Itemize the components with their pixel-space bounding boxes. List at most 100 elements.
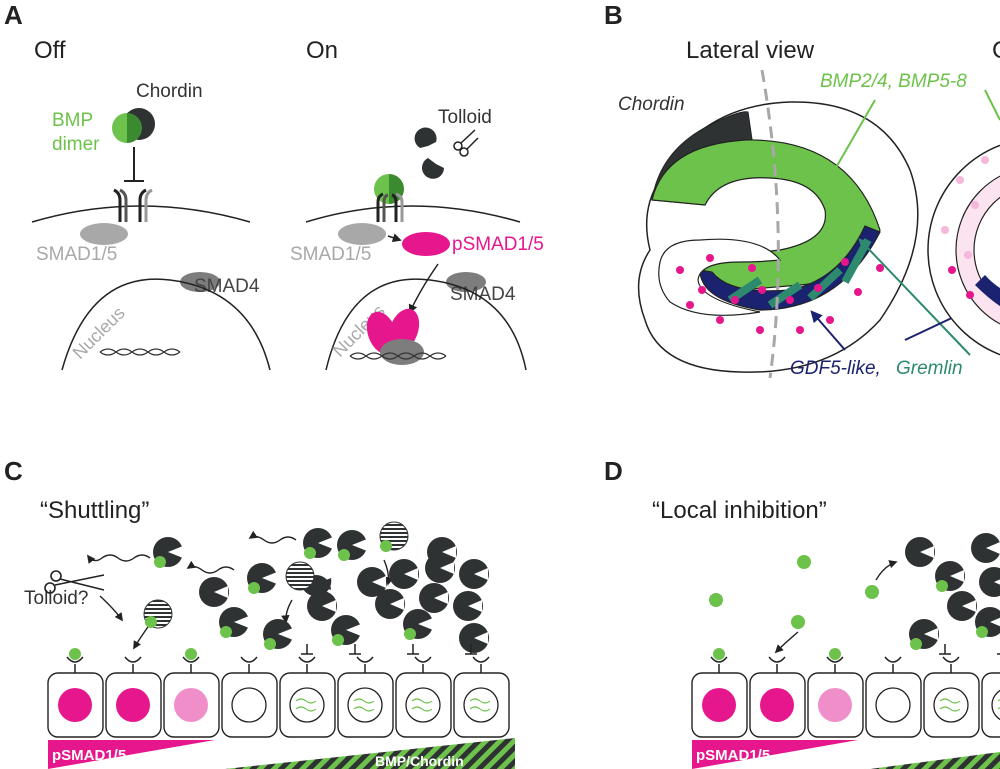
inhibit-ticks-c: [301, 644, 477, 655]
bound-bmp-c: [69, 648, 197, 660]
complex: [219, 607, 249, 638]
d-nucleus-6: [991, 689, 1000, 721]
bmp-label: BMP2/4, BMP5-8: [820, 71, 967, 92]
chordin-d-mouths: [920, 542, 1000, 640]
complex: [337, 530, 367, 561]
cross-section: [927, 144, 1000, 356]
off-smad15-shape: [80, 223, 128, 245]
d-nucleus-1: [702, 688, 736, 722]
panel-d-letter: D: [604, 456, 623, 486]
on-smad15-label: SMAD1/5: [290, 244, 371, 265]
psmad-gradient-label: pSMAD1/5: [52, 747, 126, 764]
off-bmp-half-left: [112, 113, 127, 143]
off-bmp-label: BMP: [52, 110, 93, 131]
panel-a-on: On Tolloid SMAD1/5 pS: [290, 37, 544, 371]
chordin-label: Chordin: [618, 94, 685, 115]
panel-c: C “Shuttling” Tolloid?: [4, 456, 515, 769]
larva-lateral: BMP2/4, BMP5-8 C: [637, 37, 1000, 379]
on-phospho-arrow: [387, 233, 402, 242]
psmad-nuclei: [676, 254, 884, 334]
bmp-arrow-2: [984, 89, 1000, 121]
inhibit-ticks-d: [939, 644, 1000, 655]
gremlin-label: Gremlin: [896, 358, 963, 379]
complex: [331, 615, 361, 646]
d-bmp-chordin-gradient: [870, 752, 1000, 769]
d-cell-6: [981, 672, 1000, 738]
off-smad4-shape: [180, 272, 220, 292]
inner-tissue: [658, 238, 782, 316]
nucleus-4: [231, 687, 267, 723]
free-chordin-mouths: [214, 546, 488, 644]
off-receptor-icon: [113, 188, 153, 222]
gremlin-arrow: [858, 238, 971, 356]
tolloid-scissors-icon: [44, 570, 105, 594]
off-dna-icon: [99, 348, 181, 356]
panel-a-letter: A: [4, 0, 23, 30]
nucleus-3: [174, 688, 208, 722]
d-psmad-gradient: [692, 740, 858, 769]
complex: [153, 537, 183, 568]
bmp-chordin-label: BMP/Chordin: [375, 753, 464, 769]
on-chordin-fragment-2: [422, 158, 444, 179]
psmad-gradient: [48, 740, 215, 769]
tolloid-label: Tolloid: [438, 107, 492, 128]
off-nucleus: [61, 278, 271, 371]
on-title: On: [306, 37, 338, 64]
on-nuclear-import-arrow: [408, 263, 439, 314]
on-smad4-shape: [446, 272, 486, 292]
d-psmad-gradient-label: pSMAD1/5: [696, 747, 770, 764]
cross-view-title-fragment: C: [992, 37, 1000, 64]
squiggles: [295, 698, 491, 712]
bmp-chordin-gradient: [225, 738, 515, 769]
lateral-view-title: Lateral view: [686, 37, 815, 64]
cleaved-chordin: [143, 521, 409, 629]
panel-d: D “Local inhibition”: [604, 456, 1000, 769]
panel-b: B Lateral view Chordin: [604, 0, 1000, 379]
squiggle-nuclei: [289, 687, 499, 723]
bmp-arrow: [828, 99, 876, 181]
bmp-capture-arrow: [875, 560, 898, 581]
psmad-label: pSMAD1/5: [452, 234, 544, 255]
epithelium-c: [47, 644, 510, 738]
on-nucleus: [325, 278, 527, 371]
on-bmp-half-left: [374, 174, 389, 204]
bmp-binding-arrow: [774, 631, 799, 654]
tolloid-question-label: Tolloid?: [24, 588, 88, 609]
section-plane: [760, 69, 780, 379]
gremlin-stripes: [727, 238, 872, 309]
on-scissors-icon: [453, 129, 479, 157]
on-dna-icon: [349, 352, 447, 360]
complex: [303, 528, 333, 559]
d-nucleus-3: [818, 688, 852, 722]
on-smad4-nuclear: [380, 339, 424, 365]
panel-d-content: pSMAD1/5: [691, 533, 1000, 769]
receptors-d: [710, 656, 960, 673]
off-smad15-label: SMAD1/5: [36, 244, 117, 265]
off-chordin-label: Chordin: [136, 81, 203, 102]
panel-b-letter: B: [604, 0, 623, 30]
d-nucleus-5: [933, 687, 969, 723]
on-membrane: [305, 205, 521, 223]
off-dimer-label: dimer: [52, 134, 100, 155]
panel-a-off: Off Chordin BMP dimer SMAD1/5 SMAD: [31, 37, 271, 371]
on-psmad-shape: [402, 232, 450, 256]
epithelium-d: [691, 644, 1000, 738]
chordin-d-bmp: [910, 580, 988, 650]
on-smad15-shape: [338, 223, 386, 245]
complex: [247, 563, 277, 594]
panel-a: A Off Chordin BMP dimer SMAD1/: [4, 0, 544, 371]
receptors-c: [66, 656, 490, 673]
on-receptor-icon: [376, 192, 404, 222]
nucleus-2: [116, 688, 150, 722]
nucleus-1: [58, 688, 92, 722]
on-chordin-fragment-1: [414, 127, 437, 148]
off-title: Off: [34, 37, 66, 64]
off-smad4-label: SMAD4: [194, 276, 260, 297]
off-bmp-half-right: [127, 113, 142, 143]
panel-c-letter: C: [4, 456, 23, 486]
free-bmp: [709, 555, 879, 629]
local-inhibition-title: “Local inhibition”: [652, 497, 827, 524]
chordin-bmp-complexes: [153, 528, 433, 650]
gdf5-arrow: [810, 310, 846, 351]
